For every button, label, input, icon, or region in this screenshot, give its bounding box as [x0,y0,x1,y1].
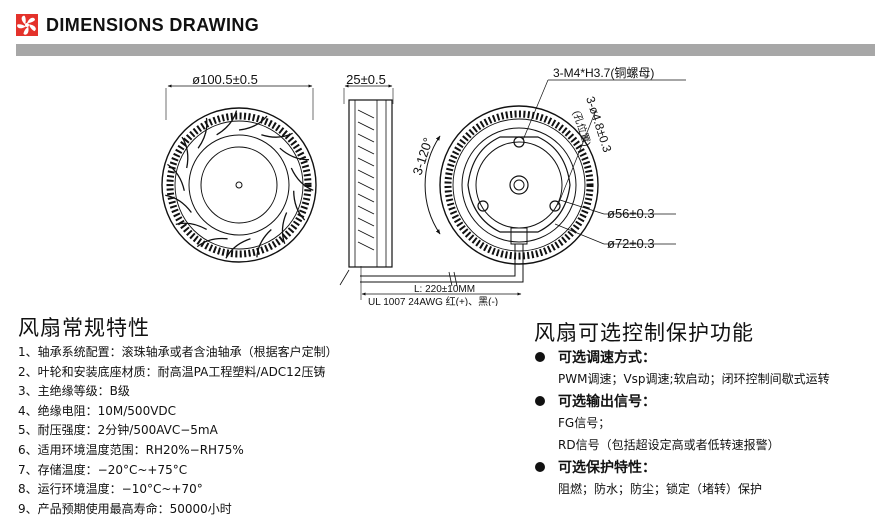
header-title: DIMENSIONS DRAWING [46,14,260,35]
spec-item: 1、轴承系统配置：滚珠轴承或者含油轴承（根据客户定制） [18,345,338,359]
option-detail: RD信号（包括超设定高或者低转速报警） [558,438,780,452]
front-view: ø100.5±0.5 [161,72,317,263]
section-header: DIMENSIONS DRAWING [16,12,259,38]
option-heading: 可选输出信号： [534,390,884,412]
lead-length-label: L: 220±10MM [414,284,475,295]
lead-spec-label: UL 1007 24AWG 红(+)、黑(-) [368,295,498,306]
option-detail: PWM调速；Vsp调速;软启动；闭环控制间歇式运转 [558,372,830,386]
specs-title: 风扇常规特性 [18,316,150,340]
outer-diameter-label: ø72±0.3 [607,236,655,251]
option-detail: FG信号； [558,416,611,430]
spec-item: 6、适用环境温度范围：RH20%−RH75% [18,442,244,457]
option-heading-text: 可选输出信号： [558,394,656,410]
specs-list: 1、轴承系统配置：滚珠轴承或者含油轴承（根据客户定制） 2、叶轮和安装底座材质：… [18,343,338,519]
option-heading-text: 可选调速方式： [558,350,656,366]
options-title: 风扇可选控制保护功能 [534,321,754,345]
spec-item: 3、主绝缘等级：B级 [18,384,130,399]
spec-item: 7、存储温度：−20°C~+75°C [18,462,188,477]
dimensions-drawing: ø100.5±0.5 25±0.5 [161,65,686,306]
angle-label: 3-120° [410,136,436,177]
spec-item: 2、叶轮和安装底座材质：耐高温PA工程塑料/ADC12压铸 [18,364,326,379]
spec-item: 8、运行环境温度：−10°C~+70° [18,482,203,497]
option-heading-text: 可选保护特性： [558,460,656,476]
fan-logo-icon [16,14,38,36]
front-diameter-label: ø100.5±0.5 [192,72,258,87]
option-heading: 可选保护特性： [534,456,884,478]
bullet-icon [535,352,545,362]
back-view: 3-120° 3-M4*H3.7(铜螺母) 3-ø4.8±0.3 (孔位置) ø… [410,65,686,270]
option-heading: 可选调速方式： [534,346,884,368]
screw-spec-label: 3-M4*H3.7(铜螺母) [553,65,654,80]
spec-item: 5、耐压强度：2分钟/500AVC−5mA [18,423,218,438]
lead-wire: L: 220±10MM UL 1007 24AWG 红(+)、黑(-) [360,266,524,306]
header-divider-bar [16,44,875,56]
inner-diameter-label: ø56±0.3 [607,206,655,221]
option-detail: 阻燃；防水；防尘；锁定（堵转）保护 [558,482,763,496]
side-thickness-label: 25±0.5 [346,72,386,87]
bullet-icon [535,462,545,472]
spec-item: 4、绝缘电阻：10M/500VDC [18,403,177,418]
side-view: 25±0.5 [339,72,394,286]
options-list: 可选调速方式： PWM调速；Vsp调速;软启动；闭环控制间歇式运转 可选输出信号… [534,346,884,500]
spec-item: 9、产品预期使用最高寿命：50000小时 [18,501,232,516]
bullet-icon [535,396,545,406]
